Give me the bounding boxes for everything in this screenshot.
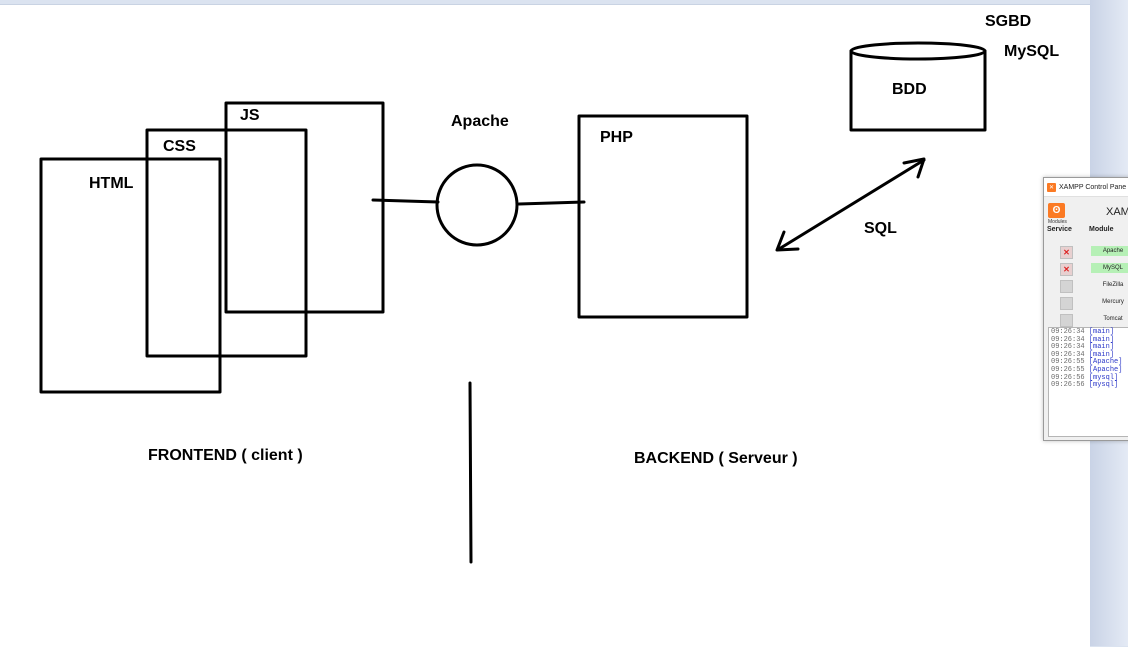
module-label-tomcat: Tomcat [1103, 316, 1123, 322]
log-line: 09:26:34 [main] [1051, 343, 1128, 352]
bdd-cylinder [849, 49, 987, 132]
modules-label: Modules [1048, 219, 1067, 225]
js-apache-line [371, 198, 440, 204]
xampp-brand-title: XAM [1106, 206, 1128, 218]
log-source: [main] [1088, 328, 1115, 336]
label-sgbd: SGBD [985, 13, 1031, 30]
xampp-control-panel-window[interactable]: ✕ XAMPP Control Pane ʘ XAM Modules Servi… [1043, 177, 1128, 441]
log-source: [Apache] [1088, 365, 1123, 374]
service-toggle-mysql[interactable]: ✕ [1060, 263, 1073, 276]
module-row-filezilla: FileZilla [1044, 277, 1128, 294]
label-php: PHP [600, 129, 633, 146]
log-time: 09:26:56 [1051, 373, 1085, 382]
log-source: [main] [1088, 335, 1115, 344]
apache-circle [435, 163, 519, 247]
xampp-logo-icon: ʘ [1048, 203, 1065, 218]
log-line: 09:26:56 [mysql] [1051, 381, 1128, 390]
label-html: HTML [89, 175, 134, 192]
log-source: [Apache] [1088, 358, 1123, 367]
architecture-diagram: JS CSS HTML Apache PHP BDD SGBD MySQL SQ… [39, 13, 1059, 564]
log-line: 09:26:34 [main] [1051, 350, 1128, 360]
service-column-header: Service [1047, 226, 1072, 233]
xampp-log-panel[interactable]: 09:26:34 [main] 09:26:34 [main] 09:26:34… [1048, 327, 1128, 437]
module-label-apache: Apache [1091, 246, 1128, 256]
log-line: 09:26:55 [Apache] [1051, 365, 1128, 375]
service-toggle-apache[interactable]: ✕ [1060, 246, 1073, 259]
module-label-mysql: MySQL [1091, 263, 1128, 273]
bdd-cylinder-top [849, 41, 987, 61]
module-label-mercury: Mercury [1102, 299, 1124, 305]
xampp-header: ʘ XAM Modules Service Module [1044, 197, 1128, 243]
label-js: JS [240, 107, 260, 124]
log-source: [mysql] [1088, 381, 1119, 390]
log-time: 09:26:56 [1051, 381, 1085, 390]
module-row-apache: ✕ Apache [1044, 243, 1128, 260]
sql-arrow-line [777, 158, 926, 251]
label-frontend: FRONTEND ( client ) [148, 447, 303, 464]
service-toggle-mercury[interactable] [1060, 297, 1073, 310]
module-row-tomcat: Tomcat [1044, 311, 1128, 328]
log-time: 09:26:55 [1051, 365, 1085, 374]
label-mysql: MySQL [1004, 43, 1059, 60]
sql-arrowhead-top [902, 157, 926, 179]
module-row-mercury: Mercury [1044, 294, 1128, 311]
module-column-header: Module [1089, 226, 1114, 233]
module-label-filezilla: FileZilla [1102, 282, 1124, 288]
module-row-mysql: ✕ MySQL [1044, 260, 1128, 277]
apache-php-line [517, 200, 586, 206]
service-toggle-tomcat[interactable] [1060, 314, 1073, 327]
css-box [145, 128, 308, 358]
log-line: 09:26:56 [mysql] [1051, 373, 1128, 383]
log-time: 09:26:34 [1051, 335, 1085, 344]
whiteboard-canvas: JS CSS HTML Apache PHP BDD SGBD MySQL SQ… [0, 4, 1090, 647]
label-css: CSS [163, 138, 196, 155]
service-toggle-filezilla[interactable] [1060, 280, 1073, 293]
log-time: 09:26:34 [1051, 350, 1085, 359]
log-source: [mysql] [1088, 373, 1119, 382]
xampp-app-icon: ✕ [1047, 182, 1056, 192]
log-source: [main] [1088, 343, 1115, 352]
log-time: 09:26:34 [1051, 343, 1085, 352]
label-backend: BACKEND ( Serveur ) [634, 450, 798, 467]
log-time: 09:26:34 [1051, 328, 1085, 336]
log-line: 09:26:34 [main] [1051, 328, 1128, 337]
log-time: 09:26:55 [1051, 358, 1085, 367]
log-line: 09:26:55 [Apache] [1051, 359, 1128, 367]
xampp-title: XAMPP Control Pane [1059, 183, 1127, 191]
sql-arrowhead-bottom [775, 230, 800, 252]
php-box [577, 114, 749, 319]
label-bdd: BDD [892, 81, 927, 98]
label-sql: SQL [864, 220, 897, 237]
log-source: [main] [1088, 350, 1115, 359]
html-box [39, 157, 222, 394]
frontend-backend-divider [468, 381, 473, 564]
log-line: 09:26:34 [main] [1051, 335, 1128, 345]
xampp-titlebar[interactable]: ✕ XAMPP Control Pane [1044, 178, 1128, 197]
label-apache: Apache [451, 113, 509, 130]
